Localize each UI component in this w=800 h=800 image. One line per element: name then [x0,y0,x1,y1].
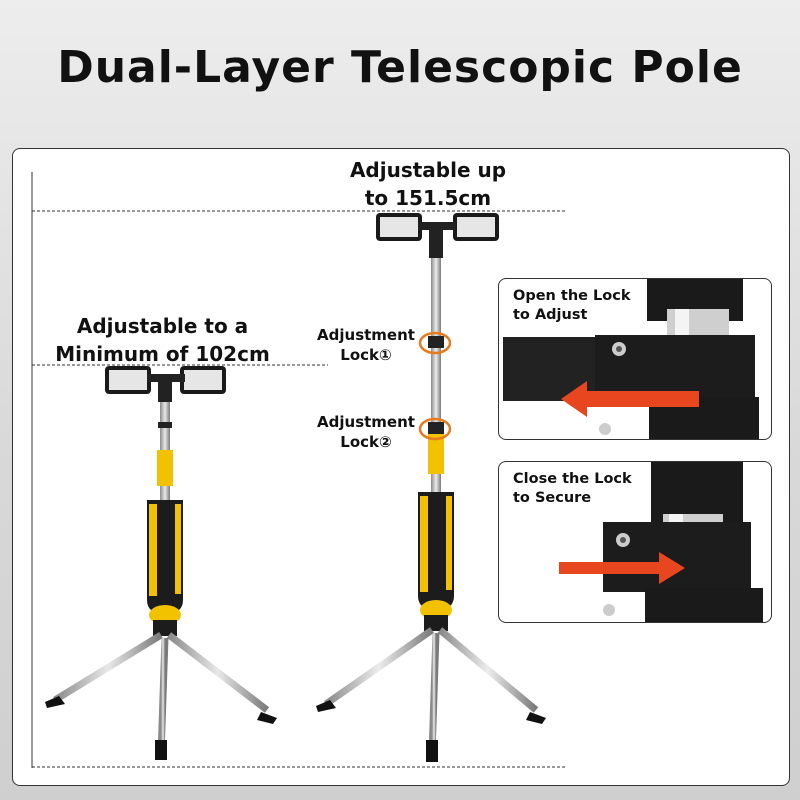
lock-2-line2: Lock② [340,433,392,451]
open-lock-text: Open the Lock to Adjust [513,287,631,325]
open-lock-line1: Open the Lock [513,288,631,304]
adjustment-lock-1-label: Adjustment Lock① [314,325,418,365]
open-lock-inset: Open the Lock to Adjust [498,278,772,440]
lock-ring-2-icon [418,417,452,441]
close-lock-text: Close the Lock to Secure [513,470,632,508]
close-lock-inset: Close the Lock to Secure [498,461,772,623]
max-height-line2: to 151.5cm [364,186,492,210]
lock-2-line1: Adjustment [317,413,415,431]
max-height-line1: Adjustable up [349,158,507,182]
close-lock-illustration [559,462,763,622]
lock-ring-1-icon [418,331,452,355]
close-lock-line1: Close the Lock [513,471,632,487]
light-stand-minimum [45,366,277,760]
light-stand-maximum [316,213,546,762]
max-height-label: Adjustable up to 151.5cm [318,156,538,212]
min-height-label: Adjustable to a Minimum of 102cm [40,312,285,368]
open-lock-line2: to Adjust [513,307,588,323]
lock-1-line1: Adjustment [317,326,415,344]
lock-1-line2: Lock① [340,346,392,364]
adjustment-lock-2-label: Adjustment Lock② [314,412,418,452]
min-height-line1: Adjustable to a [76,314,249,338]
close-lock-line2: to Secure [513,490,592,506]
open-lock-illustration [503,279,759,439]
page-title: Dual-Layer Telescopic Pole [57,42,743,93]
min-height-line2: Minimum of 102cm [55,342,270,366]
